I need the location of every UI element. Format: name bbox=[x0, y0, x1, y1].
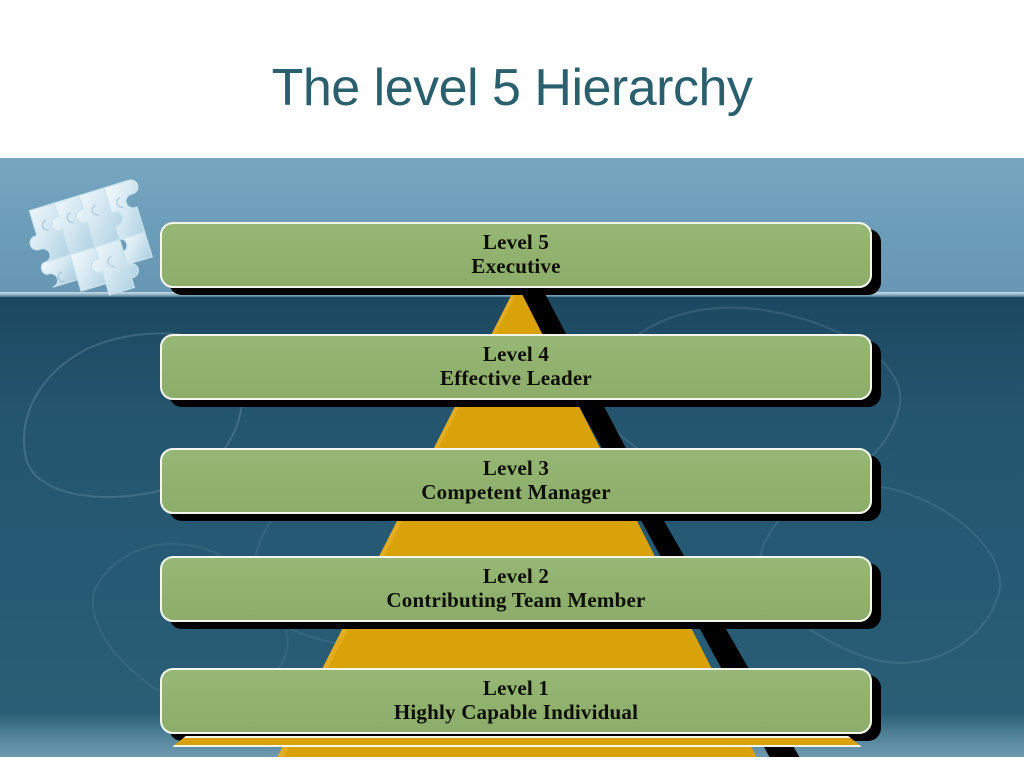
level-bar-1[interactable]: Level 1 Highly Capable Individual bbox=[160, 668, 872, 734]
level-3-title: Competent Manager bbox=[421, 480, 611, 504]
level-4-title: Effective Leader bbox=[440, 366, 592, 390]
level-5-title: Executive bbox=[471, 254, 561, 278]
level-bar-3[interactable]: Level 3 Competent Manager bbox=[160, 448, 872, 514]
level-bar-5[interactable]: Level 5 Executive bbox=[160, 222, 872, 288]
title-area: The level 5 Hierarchy bbox=[0, 0, 1024, 158]
level-bar-4[interactable]: Level 4 Effective Leader bbox=[160, 334, 872, 400]
level-1-title: Highly Capable Individual bbox=[393, 700, 639, 724]
pyramid-base-plate bbox=[172, 736, 862, 747]
page-title: The level 5 Hierarchy bbox=[271, 59, 753, 117]
level-5-number: Level 5 bbox=[482, 230, 550, 255]
level-1-number: Level 1 bbox=[482, 676, 550, 701]
hierarchy-diagram: Level 5 Executive Level 4 Effective Lead… bbox=[0, 158, 1024, 757]
level-2-title: Contributing Team Member bbox=[386, 588, 646, 612]
level-2-number: Level 2 bbox=[482, 564, 550, 589]
level-3-number: Level 3 bbox=[482, 456, 550, 481]
level-4-number: Level 4 bbox=[482, 342, 550, 367]
level-bar-2[interactable]: Level 2 Contributing Team Member bbox=[160, 556, 872, 622]
